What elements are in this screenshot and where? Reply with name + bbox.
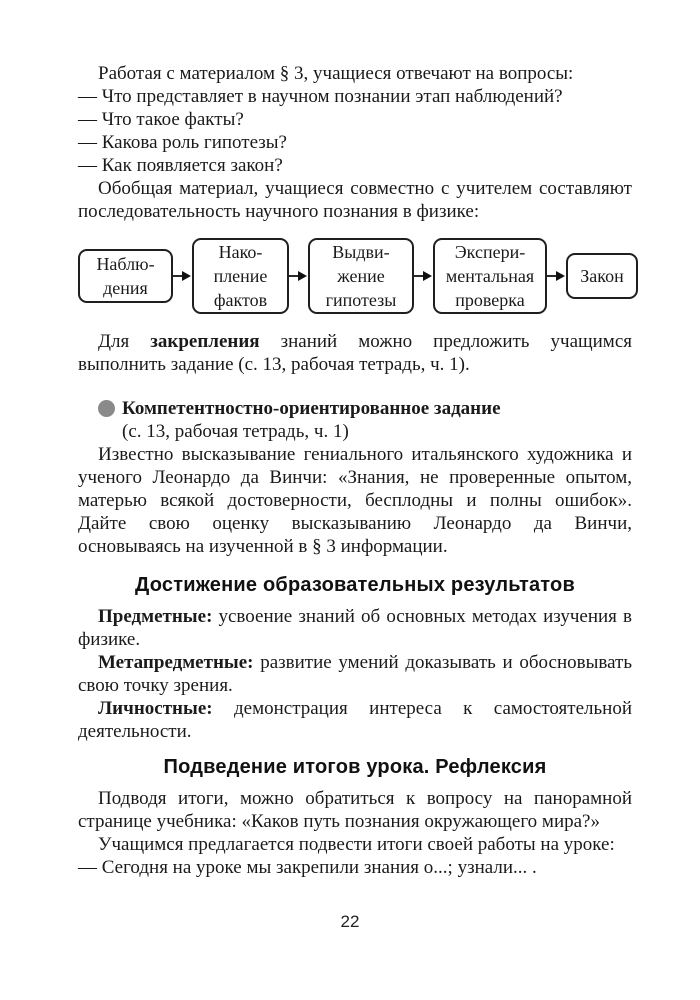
flowchart-step-law: Закон [566, 253, 638, 299]
flowchart-step-line: Наблю- [96, 254, 155, 274]
flowchart-step-line: жение [337, 266, 385, 286]
flowchart-step-line: Экспери- [454, 242, 526, 262]
results-item-text: демонстрация интереса к самостоятельной … [78, 698, 632, 742]
reflection-paragraph-3: — Сегодня на уроке мы закрепили знания о… [78, 857, 537, 878]
arrow-right-icon [547, 271, 565, 281]
arrow-right-icon [289, 271, 307, 281]
consolidation-prefix: Для [98, 331, 151, 352]
arrow-right-icon [414, 271, 432, 281]
question-list: — Что представляет в научном познании эт… [78, 85, 632, 177]
flowchart-step-line: Выдви- [332, 242, 390, 262]
question-item: — Какова роль гипотезы? [78, 132, 287, 153]
results-item-text: развитие умений доказывать и обосновыват… [78, 652, 632, 696]
consolidation-rest: знаний можно предложить учащимся выполни… [78, 331, 633, 375]
intro-lead-paragraph: Работая с материалом § 3, учащиеся отвеч… [98, 63, 574, 84]
section-heading-results: Достижение образовательных результатов [135, 574, 575, 596]
flowchart-step-line: Закон [580, 266, 624, 286]
flowchart-step-line: фактов [213, 290, 268, 310]
consolidation-bold-term: закрепления [150, 331, 260, 352]
question-item: — Что такое факты? [78, 109, 244, 130]
reflection-paragraph-1: Подводя итоги, можно обратиться к вопрос… [78, 788, 632, 832]
arrow-right-icon [173, 271, 191, 281]
intro-summary-paragraph: Обобщая материал, учащиеся совместно с у… [78, 178, 632, 222]
competency-task-body: Известно высказывание гениального италья… [78, 444, 632, 557]
results-item-label: Личностные: [98, 698, 213, 719]
section-heading-reflection: Подведение итогов урока. Рефлексия [163, 756, 547, 778]
results-item-personal: Личностные: демонстрация интереса к само… [78, 697, 632, 743]
results-item-label: Предметные: [98, 606, 213, 627]
competency-task-subtitle: (с. 13, рабочая тетрадь, ч. 1) [122, 421, 349, 442]
flowchart-step-hypothesis: Выдви- жение гипотезы [308, 238, 414, 314]
question-item: — Что представляет в научном познании эт… [78, 86, 563, 107]
flowchart-step-line: дения [103, 278, 148, 298]
reflection-paragraph-2: Учащимся предлагается подвести итоги сво… [98, 834, 615, 855]
flowchart-step-line: гипотезы [325, 290, 397, 310]
competency-task-title: Компетентностно-ориентированное задание [122, 398, 501, 419]
competency-task-header: Компетентностно-ориентированное задание [78, 397, 632, 420]
flowchart-step-line: пление [213, 266, 268, 286]
flowchart-step-line: проверка [455, 290, 525, 310]
results-item-metasubject: Метапредметные: развитие умений доказыва… [78, 651, 632, 697]
bullet-circle-icon [98, 400, 115, 417]
flowchart-step-experimental-check: Экспери- ментальная проверка [433, 238, 547, 314]
page-number: 22 [340, 912, 360, 931]
question-item: — Как появляется закон? [78, 155, 283, 176]
consolidation-paragraph: Для закрепления знаний можно предложить … [78, 330, 632, 376]
flowchart-step-facts: Нако- пление фактов [192, 238, 289, 314]
results-item-label: Метапредметные: [98, 652, 254, 673]
flowchart-step-line: ментальная [445, 266, 535, 286]
results-item-subject: Предметные: усвоение знаний об основных … [78, 605, 632, 651]
flowchart-step-line: Нако- [218, 242, 263, 262]
flowchart-step-observations: Наблю- дения [78, 249, 173, 303]
results-item-text: усвоение знаний об основных методах изуч… [78, 606, 632, 650]
flowchart: Наблю- дения Нако- пление фактов Выдви- … [78, 236, 638, 316]
